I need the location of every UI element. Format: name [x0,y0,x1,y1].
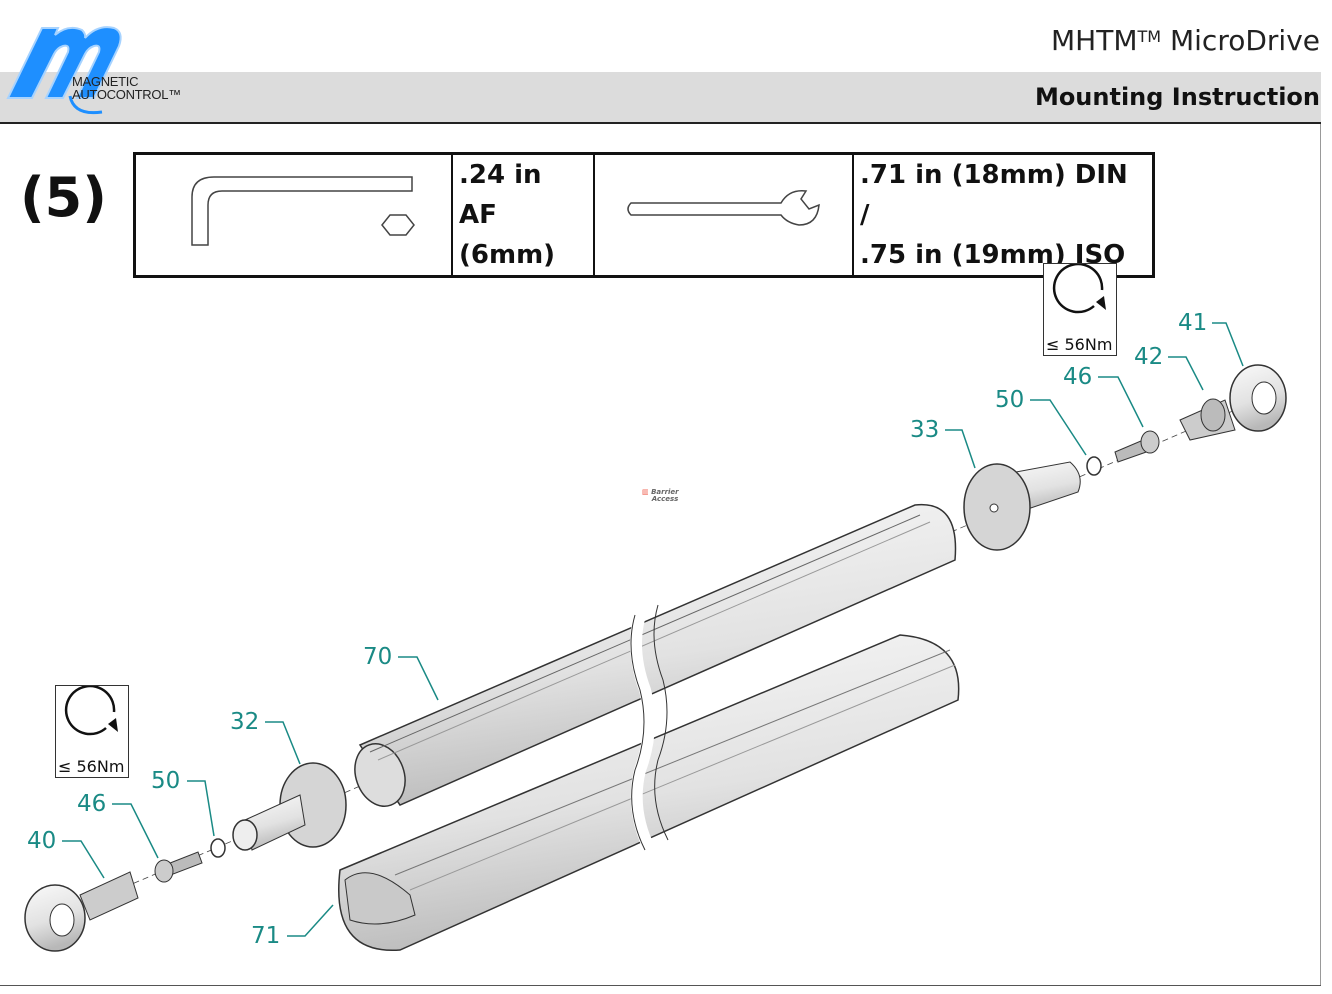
page-border-bottom [0,985,1321,986]
page-border-right [1320,124,1321,986]
part-50-washer [210,838,226,858]
part-40-rod-end [24,871,139,952]
part-label-41: 41 [1178,310,1208,336]
header-band [0,72,1321,122]
part-label-71: 71 [251,923,281,949]
part-71-profile [338,634,960,951]
part-42-nut [1200,398,1226,432]
part-label-70: 70 [363,644,393,670]
rotate-clockwise-icon [64,684,118,736]
step-number: (5) [20,166,107,229]
section-title: Mounting Instruction [1034,83,1320,111]
hex-key-size: .24 in AF(6mm) [451,152,595,278]
part-50-washer [1086,456,1102,476]
part-label-46: 46 [1063,364,1093,390]
part-label-50: 50 [151,768,181,794]
torque-indicator: ≤ 56Nm [1043,262,1117,356]
barrier-access-watermark: ▥ Barrier Access [642,488,679,503]
part-label-33: 33 [910,417,940,443]
part-33-flange [963,461,1081,551]
part-label-50: 50 [995,387,1025,413]
part-label-42: 42 [1134,344,1164,370]
part-46-screw [154,851,203,883]
wrench-cell [593,152,854,278]
document-title: MHTMTM MicroDrive [1051,24,1320,57]
part-label-46: 46 [77,791,107,817]
torque-indicator: ≤ 56Nm [55,684,129,778]
magnetic-autocontrol-logo [6,26,122,115]
part-32-flange [232,762,347,851]
open-wrench-icon [627,190,820,226]
part-label-32: 32 [230,709,260,735]
leader-lines [62,322,1244,937]
tools-table: .24 in AF(6mm) .71 in (18mm) DIN /.75 in… [133,152,1155,278]
wrench-size: .71 in (18mm) DIN /.75 in (19mm) ISO [852,152,1155,278]
part-label-40: 40 [27,828,57,854]
rotate-clockwise-icon [1052,262,1106,314]
header-divider [0,122,1321,124]
part-46-screw [1114,430,1160,463]
hex-key-icon [191,176,415,246]
part-41-rod-end [1179,364,1287,441]
hex-key-cell [133,152,453,278]
